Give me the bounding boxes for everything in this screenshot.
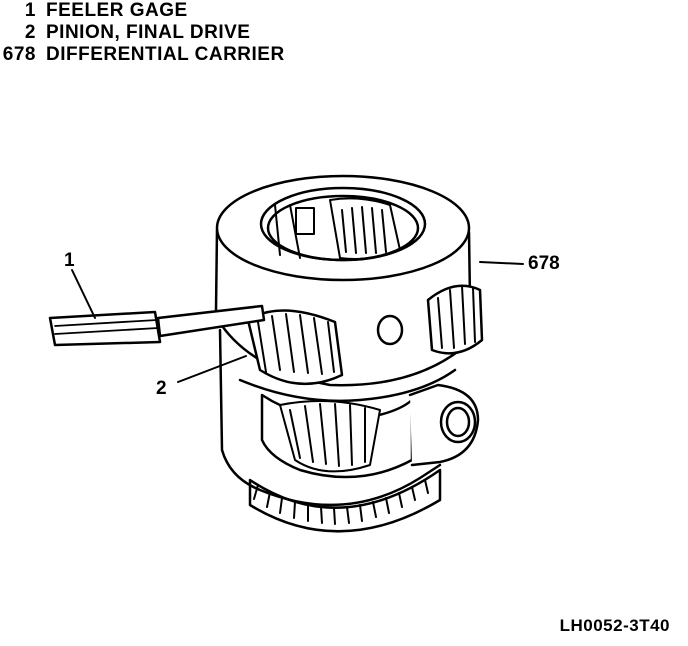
lower-bevel-gears — [279, 400, 381, 473]
legend-number: 2 — [24, 22, 36, 43]
side-gear-top — [274, 197, 401, 260]
pinion-gear-right — [426, 284, 484, 355]
leader-line-pinion — [177, 355, 247, 383]
leader-line-feeler-gage — [71, 269, 96, 319]
legend-label: PINION, FINAL DRIVE — [46, 22, 251, 43]
legend-label: DIFFERENTIAL CARRIER — [46, 44, 285, 65]
legend-row-pinion: 2 PINION, FINAL DRIVE — [0, 22, 285, 44]
parts-legend: 1 FEELER GAGE 2 PINION, FINAL DRIVE 678 … — [0, 0, 285, 66]
legend-label: FEELER GAGE — [46, 0, 188, 21]
legend-row-carrier: 678 DIFFERENTIAL CARRIER — [0, 44, 285, 66]
callout-pinion: 2 — [156, 378, 167, 399]
ring-gear — [248, 468, 442, 533]
callout-carrier: 678 — [528, 253, 560, 274]
carrier-bolt-hole — [376, 314, 404, 346]
figure-id: LH0052-3T40 — [559, 616, 670, 635]
leader-line-carrier — [479, 261, 524, 265]
pinion-gear-left — [246, 309, 344, 386]
callout-feeler-gage: 1 — [64, 250, 75, 271]
feeler-gage — [48, 304, 266, 347]
side-boss — [408, 383, 480, 467]
legend-row-feeler-gage: 1 FEELER GAGE — [0, 0, 285, 22]
legend-number: 1 — [24, 0, 36, 21]
legend-number: 678 — [2, 44, 36, 65]
